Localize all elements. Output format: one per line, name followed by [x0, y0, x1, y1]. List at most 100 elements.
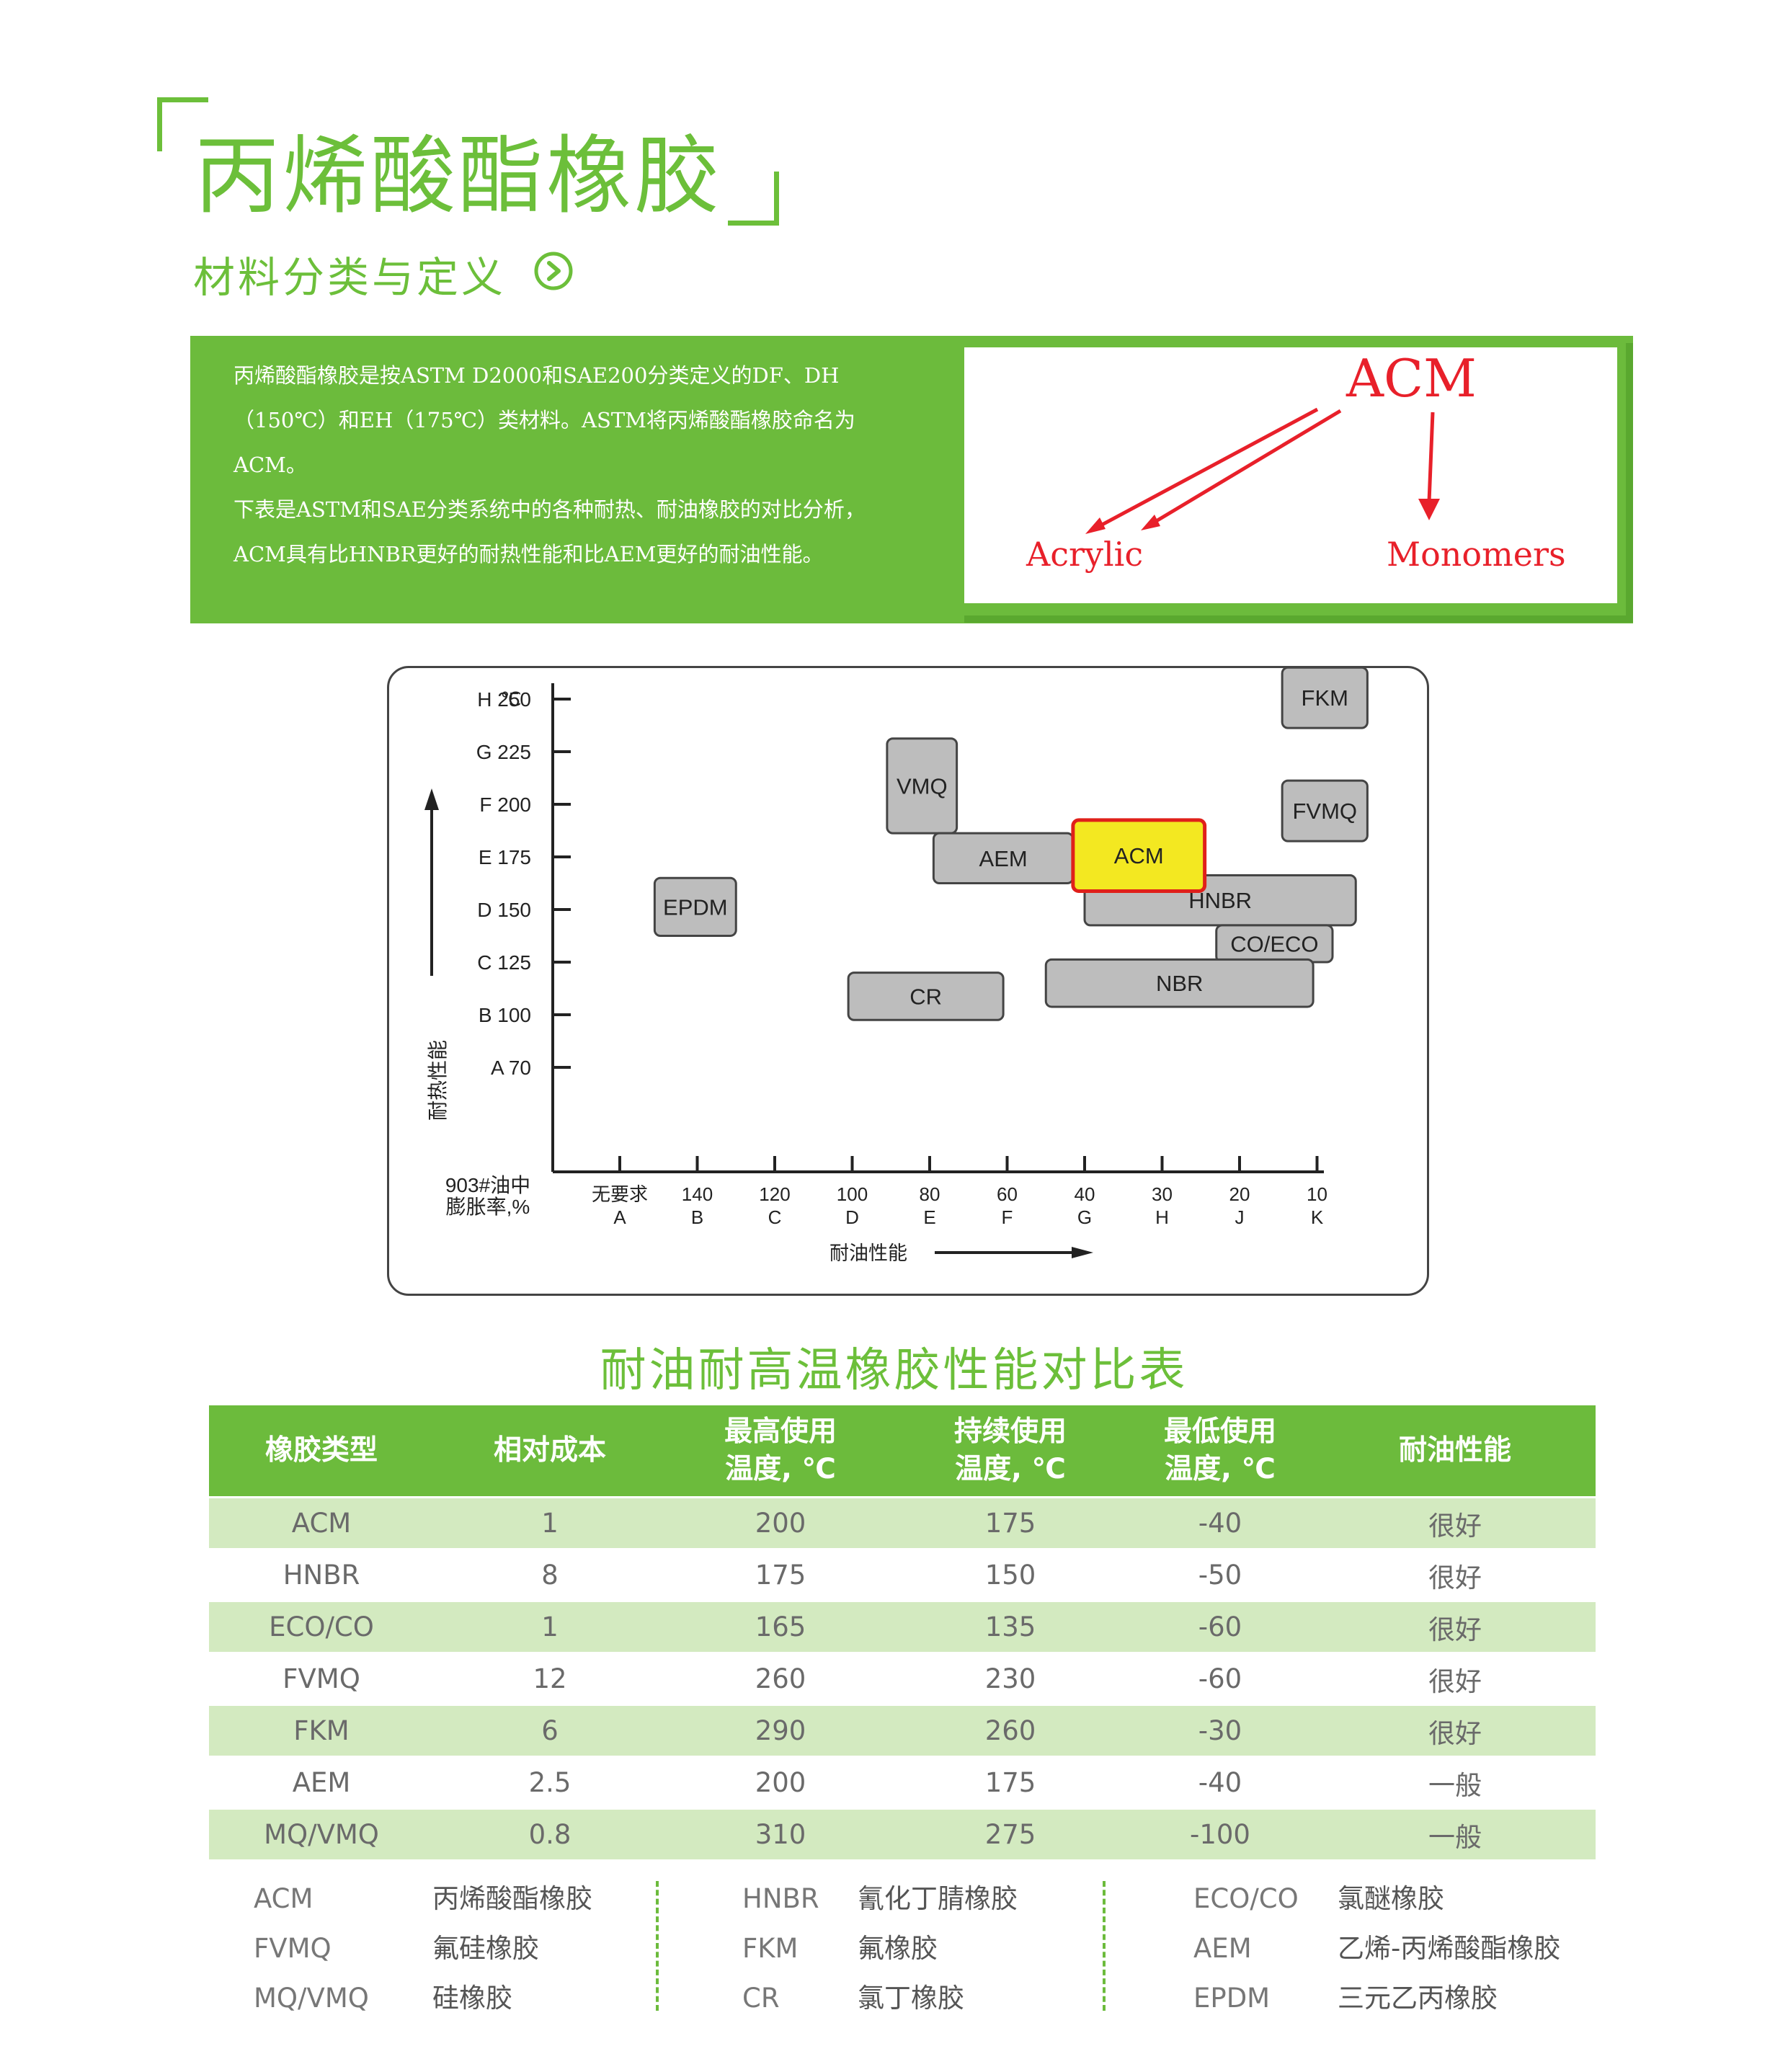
comparison-table: 橡胶类型 相对成本 最高使用 温度, ℃ 持续使用 温度, ℃ 最低使用 温度,…: [209, 1405, 1596, 1859]
cell-type: MQ/VMQ: [264, 1819, 379, 1850]
y-tick-label: H 250: [477, 688, 531, 711]
arrow-line: [1093, 407, 1319, 531]
cell-cost: 2.5: [528, 1767, 571, 1798]
x-tick-grade: A: [613, 1206, 626, 1228]
cell-min-temp: -60: [1198, 1663, 1242, 1694]
cell-cont-temp: 150: [984, 1560, 1036, 1591]
cell-min-temp: -30: [1198, 1715, 1242, 1746]
material-label: AEM: [979, 846, 1028, 871]
legend-name-col: 氰化丁腈橡胶 氟橡胶 氯丁橡胶: [858, 1874, 1018, 2023]
y-tick-label: C 125: [477, 951, 531, 974]
cell-oil: 很好: [1428, 1717, 1482, 1749]
legend-abbr: FVMQ: [254, 1933, 332, 1964]
material-label: ACM: [1114, 843, 1164, 868]
legend-name-col: 氯醚橡胶 乙烯-丙烯酸酯橡胶 三元乙丙橡胶: [1338, 1874, 1560, 2023]
legend-name: 氟硅橡胶: [432, 1933, 539, 1964]
y-tick-label: E 175: [479, 846, 531, 868]
cell-type: ECO/CO: [269, 1611, 374, 1642]
cell-max-temp: 290: [755, 1715, 806, 1746]
intro-line: ACM具有比HNBR更好的耐热性能和比AEM更好的耐油性能。: [233, 542, 824, 566]
y-arrow-head: [424, 788, 439, 810]
acronym-abbr: ACM: [1346, 348, 1477, 409]
cell-cost: 8: [541, 1560, 559, 1591]
column-header: 持续使用 温度, ℃: [953, 1415, 1067, 1485]
y-unit-label: ℃: [500, 688, 521, 710]
table-row: MQ/VMQ 0.8 310 275 -100 一般: [209, 1808, 1596, 1859]
material-box-acm: [1071, 818, 1207, 893]
cell-type: HNBR: [283, 1560, 360, 1591]
y-tick-label: G 225: [476, 741, 531, 763]
arrow-head: [1418, 499, 1440, 520]
x-axis-title: 耐油性能: [829, 1242, 907, 1264]
legend-abbr: FKM: [742, 1933, 799, 1964]
cell-max-temp: 260: [755, 1663, 806, 1694]
cell-type: ACM: [291, 1508, 352, 1539]
legend-name-col: 丙烯酸酯橡胶 氟硅橡胶 硅橡胶: [432, 1874, 592, 2023]
material-label: FVMQ: [1292, 799, 1357, 824]
column-header: 最低使用 温度, ℃: [1163, 1415, 1276, 1485]
cell-cont-temp: 175: [984, 1767, 1036, 1798]
legend-abbr: AEM: [1193, 1933, 1252, 1964]
legend-name: 硅橡胶: [432, 1983, 512, 2014]
cell-type: FVMQ: [283, 1663, 360, 1694]
acronym-diagram: ACM Acrylic Monomers: [1026, 348, 1566, 574]
intro-line: 下表是ASTM和SAE分类系统中的各种耐热、耐油橡胶的对比分析，: [233, 497, 866, 522]
acronym-word-1: Acrylic: [1026, 535, 1143, 574]
cell-min-temp: -60: [1198, 1611, 1242, 1642]
material-label: EPDM: [663, 894, 728, 920]
material-box-cr: [847, 971, 1005, 1021]
column-header: 橡胶类型: [264, 1434, 378, 1467]
intro-line: ACM。: [233, 453, 307, 477]
material-label: CO/ECO: [1230, 931, 1318, 956]
x-tick-grade: H: [1155, 1206, 1169, 1228]
x-tick-label: 100: [837, 1183, 868, 1205]
x-tick-grade: B: [691, 1206, 703, 1228]
x-tick-label: 30: [1152, 1183, 1173, 1205]
legend-name: 氟橡胶: [858, 1933, 938, 1964]
x-tick-grade: D: [845, 1206, 859, 1228]
cell-cost: 1: [541, 1508, 559, 1539]
y-tick-label: D 150: [477, 899, 531, 921]
y-tick-label: A 70: [491, 1057, 531, 1079]
page-title: 丙烯酸酯橡胶: [195, 126, 723, 226]
material-box-vmq: [886, 737, 959, 835]
legend-name: 氰化丁腈橡胶: [858, 1883, 1018, 1914]
arrow-head: [1141, 515, 1160, 530]
cell-oil: 一般: [1428, 1821, 1482, 1853]
material-box-fvmq: [1281, 779, 1369, 842]
table-row: FKM 6 290 260 -30 很好: [209, 1704, 1596, 1756]
cell-max-temp: 175: [755, 1560, 806, 1591]
legend-name: 氯醚橡胶: [1338, 1883, 1444, 1914]
cell-max-temp: 310: [755, 1819, 806, 1850]
y-tick-label: B 100: [479, 1004, 531, 1026]
legend-abbr: ACM: [254, 1883, 313, 1914]
x-axis-caption: 膨胀率,%: [446, 1196, 530, 1218]
legend-abbr: CR: [742, 1983, 780, 2014]
cell-max-temp: 165: [755, 1611, 806, 1642]
table-row: ECO/CO 1 165 135 -60 很好: [209, 1600, 1596, 1652]
x-tick-grade: F: [1002, 1206, 1013, 1228]
cell-type: FKM: [293, 1715, 350, 1746]
table-title: 耐油耐高温橡胶性能对比表: [600, 1344, 1188, 1397]
x-axis-caption: 903#油中: [445, 1174, 530, 1196]
legend-abbr: EPDM: [1193, 1983, 1271, 2014]
acronym-word-2: Monomers: [1387, 535, 1566, 574]
cell-min-temp: -100: [1190, 1819, 1250, 1850]
cell-max-temp: 200: [755, 1767, 806, 1798]
x-tick-grade: K: [1311, 1206, 1324, 1228]
material-label: NBR: [1156, 971, 1203, 996]
table-row: AEM 2.5 200 175 -40 一般: [209, 1756, 1596, 1808]
legend-abbr-col: ACM FVMQ MQ/VMQ: [254, 1874, 369, 2023]
legend-divider: [656, 1881, 659, 2011]
cell-cost: 6: [541, 1715, 559, 1746]
table-row: FVMQ 12 260 230 -60 很好: [209, 1652, 1596, 1704]
legend-name: 丙烯酸酯橡胶: [432, 1883, 592, 1914]
x-tick-label: 40: [1075, 1183, 1095, 1205]
x-tick-grade: J: [1235, 1206, 1245, 1228]
cell-cost: 12: [533, 1663, 567, 1694]
cell-cont-temp: 135: [984, 1611, 1036, 1642]
cell-type: AEM: [292, 1767, 351, 1798]
material-box-fkm: [1281, 666, 1369, 729]
x-tick-label: 10: [1307, 1183, 1327, 1205]
